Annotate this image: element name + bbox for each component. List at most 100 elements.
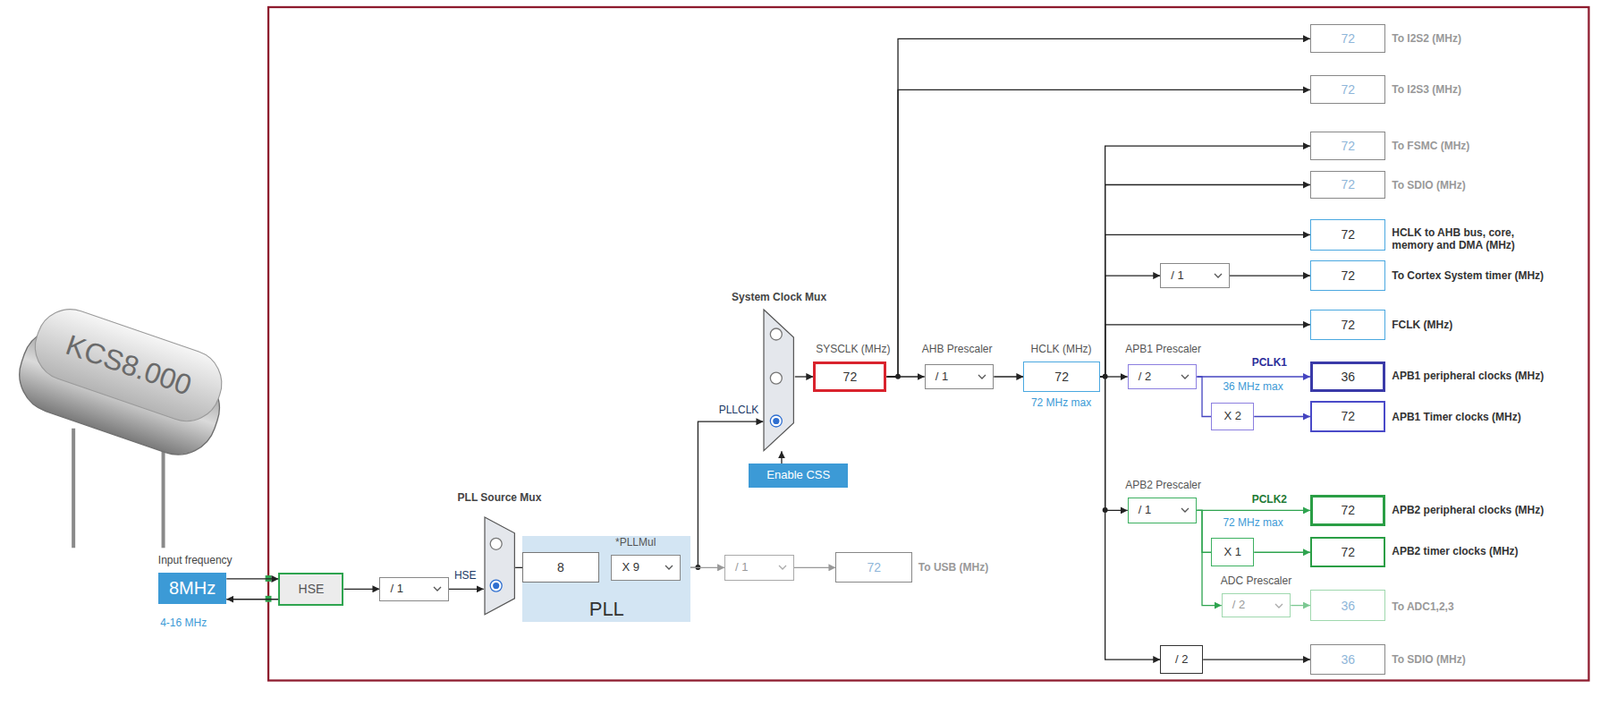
output-label: To I2S2 (MHz) xyxy=(1391,32,1462,45)
dropdown-chevron xyxy=(664,564,674,570)
value-box: 72 xyxy=(1310,170,1386,200)
value-box: 72 xyxy=(1310,24,1386,53)
caption-label: HCLK (MHz) xyxy=(1031,342,1093,356)
node-text: / 1 xyxy=(389,582,403,596)
mux-shape xyxy=(483,516,516,616)
node-text: System Clock Mux xyxy=(731,291,827,305)
node-text: / 1 xyxy=(1138,503,1152,517)
output-label: APB2 peripheral clocks (MHz) xyxy=(1391,503,1544,517)
dropdown-chevron xyxy=(778,564,788,570)
value-box: 72 xyxy=(1310,219,1386,250)
radio-button xyxy=(770,372,783,384)
node-text: / 2 xyxy=(1232,598,1245,612)
mux-shape xyxy=(762,308,795,452)
connector xyxy=(1100,234,1311,377)
node-text: 72 xyxy=(1340,138,1355,153)
chevron-line xyxy=(1275,603,1283,608)
connector xyxy=(515,567,523,568)
dropdown-chevron xyxy=(977,373,987,380)
node-text: 72 xyxy=(1340,502,1355,517)
connector xyxy=(886,38,1311,377)
value-box: 72 xyxy=(1023,361,1101,392)
connector xyxy=(886,89,1311,377)
node-text: / 1 xyxy=(1170,269,1184,283)
chevron-line xyxy=(1214,273,1222,278)
connector xyxy=(780,450,782,464)
output-label: To ADC1,2,3 xyxy=(1391,600,1454,613)
connector xyxy=(1196,376,1211,416)
output-label: To I2S3 (MHz) xyxy=(1391,83,1462,96)
prescaler-dropdown: / 1 xyxy=(1159,262,1230,288)
crystal-leg xyxy=(71,428,76,548)
node-text: HSE xyxy=(298,581,325,596)
output-label: To Cortex System timer (MHz) xyxy=(1391,269,1544,282)
connector xyxy=(1196,375,1311,377)
chevron-line xyxy=(1181,374,1189,379)
crystal-marking: KCS8.000 xyxy=(61,328,196,404)
crystal-leg xyxy=(161,448,166,549)
chevron-line xyxy=(665,565,673,569)
node-text: 36 xyxy=(1340,651,1355,667)
node-text: 72 xyxy=(1340,82,1355,97)
output-label: HCLK to AHB bus, core, memory and DMA (M… xyxy=(1391,226,1558,253)
connector xyxy=(1229,274,1311,276)
caption-label: Input frequency xyxy=(158,553,233,567)
node-text: / 1 xyxy=(735,560,748,575)
multiplier-box: X 2 xyxy=(1210,402,1254,432)
multiplier-box: X 1 xyxy=(1210,537,1254,567)
output-label: APB1 peripheral clocks (MHz) xyxy=(1391,369,1544,382)
prescaler-dropdown: / 2 xyxy=(1127,364,1198,389)
node-text: 8 xyxy=(557,559,565,575)
pll-block: PLL 8 X 9 xyxy=(522,535,691,622)
dropdown-chevron xyxy=(432,585,442,592)
crystal-top xyxy=(25,300,231,431)
output-label: APB2 timer clocks (MHz) xyxy=(1391,544,1518,558)
output-label: To FSMC (MHz) xyxy=(1391,139,1470,153)
pll-divider-box: 8 xyxy=(522,551,600,583)
value-box: 72 xyxy=(1310,131,1386,161)
node-text: 72 xyxy=(866,559,881,575)
node-text: X 9 xyxy=(621,560,640,575)
node-text: PLL Source Mux xyxy=(457,491,542,505)
prescaler-dropdown: / 1 xyxy=(924,364,995,389)
connector xyxy=(1100,376,1128,510)
radio-button xyxy=(490,538,502,551)
chevron-line xyxy=(1181,507,1189,512)
limit-note: 72 MHz max xyxy=(1031,395,1092,408)
value-box: 72 xyxy=(1310,536,1386,568)
node-text: 36 xyxy=(1340,598,1355,613)
dropdown-chevron xyxy=(1180,373,1190,380)
clock-tree-frame xyxy=(268,7,1589,681)
connector xyxy=(1100,145,1311,377)
value-box: 36 xyxy=(1310,643,1386,675)
node-text: 72 xyxy=(1340,317,1355,332)
node-text: Enable CSS xyxy=(766,468,830,483)
value-box: 36 xyxy=(1310,361,1386,392)
signal-name: PCLK1 xyxy=(1252,355,1287,369)
value-box: 72 xyxy=(1310,494,1386,525)
node-text: PLL xyxy=(589,597,625,620)
caption-label: AHB Prescaler xyxy=(922,342,993,356)
connector xyxy=(1253,415,1311,417)
node-text: 72 xyxy=(1054,369,1069,384)
value-box: 72 xyxy=(812,361,887,392)
hse-box: HSE xyxy=(278,572,344,606)
crystal-can xyxy=(8,297,237,465)
value-box: 72 xyxy=(1310,309,1386,340)
radio-button xyxy=(770,328,783,340)
radio-button xyxy=(490,579,502,592)
output-label: To USB (MHz) xyxy=(918,560,989,574)
caption-label: SYSCLK (MHz) xyxy=(815,342,890,356)
node-text: 72 xyxy=(1340,544,1355,559)
signal-label: PLLCLK xyxy=(717,402,762,415)
value-box: 72 xyxy=(1310,260,1386,291)
chevron-line xyxy=(433,586,441,591)
connector xyxy=(448,588,484,590)
signal-label: HSE xyxy=(452,568,479,582)
output-label: To SDIO (MHz) xyxy=(1391,652,1465,666)
node-text: 72 xyxy=(1340,31,1355,46)
prescaler-dropdown: / 1 xyxy=(1127,497,1198,525)
value-box: 72 xyxy=(835,551,913,583)
